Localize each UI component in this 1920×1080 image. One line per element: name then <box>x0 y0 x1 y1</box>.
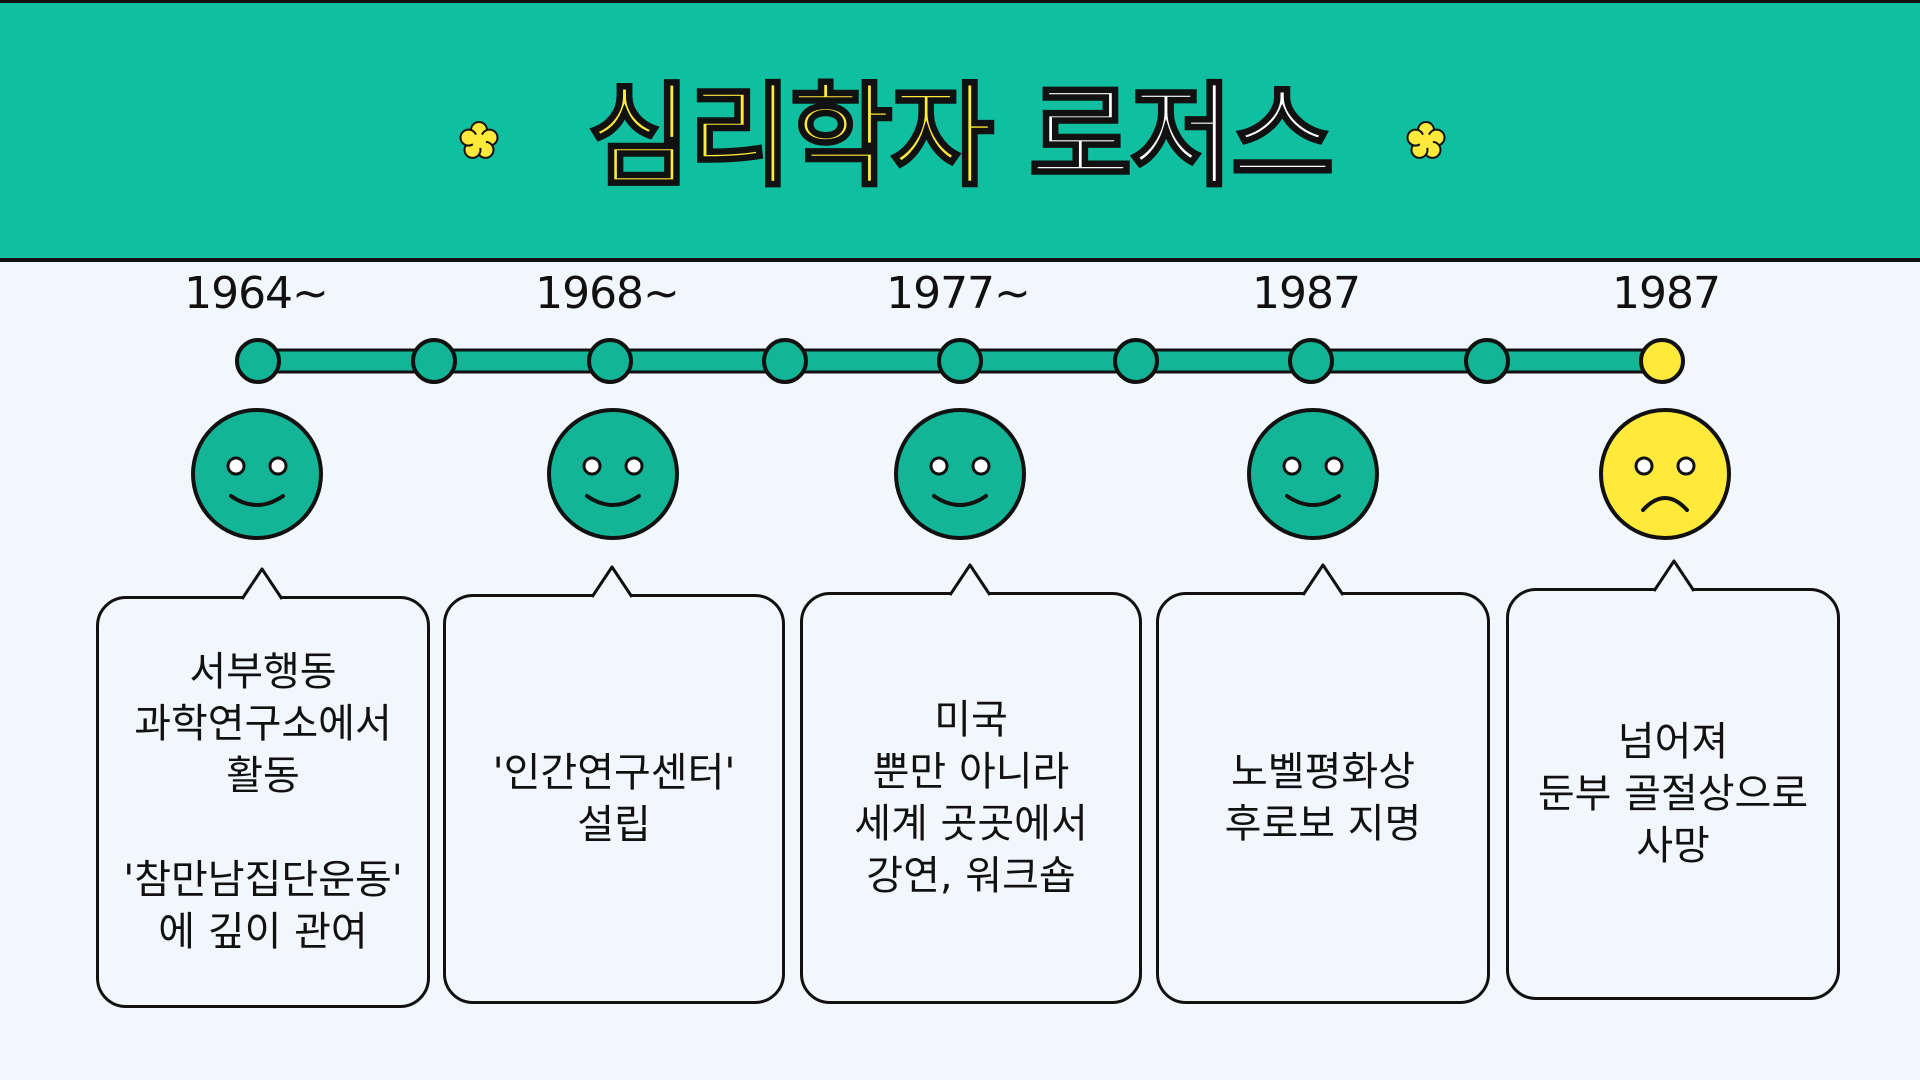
timeline-year: 1964~ <box>184 268 329 319</box>
timeline-node <box>1639 338 1685 384</box>
timeline-node <box>937 338 983 384</box>
flower-sparkle-icon <box>1406 121 1446 159</box>
speech-bubble-pointer <box>1303 563 1343 596</box>
timeline-node <box>1113 338 1159 384</box>
event-description: 미국 뿐만 아니라 세계 곳곳에서 강연, 워크숍 <box>854 697 1088 899</box>
event-speech-bubble: 넘어져 둔부 골절상으로 사망 <box>1506 559 1840 1000</box>
timeline-node <box>235 338 281 384</box>
speech-bubble-pointer <box>592 565 632 598</box>
speech-bubble-pointer <box>950 563 990 596</box>
event-speech-bubble: '인간연구센터' 설립 <box>443 565 785 1004</box>
timeline-year: 1968~ <box>535 268 680 319</box>
timeline-node <box>1464 338 1510 384</box>
page-title: 심리학자 로저스 <box>0 80 1920 195</box>
sad-face-icon <box>1599 408 1731 540</box>
event-description: 넘어져 둔부 골절상으로 사망 <box>1537 719 1809 869</box>
event-description: 서부행동 과학연구소에서 활동 '참만남집단운동' 에 깊이 관여 <box>123 649 403 955</box>
speech-bubble-pointer <box>242 567 282 600</box>
event-speech-bubble: 노벨평화상 후로보 지명 <box>1156 563 1490 1004</box>
title-part1: 심리학자 <box>586 72 995 202</box>
event-description: '인간연구센터' 설립 <box>492 750 736 848</box>
title-part2: 로저스 <box>1028 72 1336 202</box>
timeline-node <box>1288 338 1334 384</box>
flower-sparkle-icon <box>459 121 499 159</box>
timeline-year: 1977~ <box>886 268 1031 319</box>
timeline-node <box>587 338 633 384</box>
timeline-year: 1987 <box>1252 268 1361 319</box>
timeline-node <box>411 338 457 384</box>
event-speech-bubble: 미국 뿐만 아니라 세계 곳곳에서 강연, 워크숍 <box>800 563 1142 1004</box>
timeline-node <box>762 338 808 384</box>
smiley-face-icon <box>1247 408 1379 540</box>
header-banner: 심리학자 로저스 <box>0 0 1920 262</box>
smiley-face-icon <box>191 408 323 540</box>
event-speech-bubble: 서부행동 과학연구소에서 활동 '참만남집단운동' 에 깊이 관여 <box>96 567 430 1008</box>
timeline-year: 1987 <box>1612 268 1721 319</box>
speech-bubble-pointer <box>1654 559 1694 592</box>
smiley-face-icon <box>894 408 1026 540</box>
smiley-face-icon <box>547 408 679 540</box>
event-description: 노벨평화상 후로보 지명 <box>1224 749 1422 847</box>
